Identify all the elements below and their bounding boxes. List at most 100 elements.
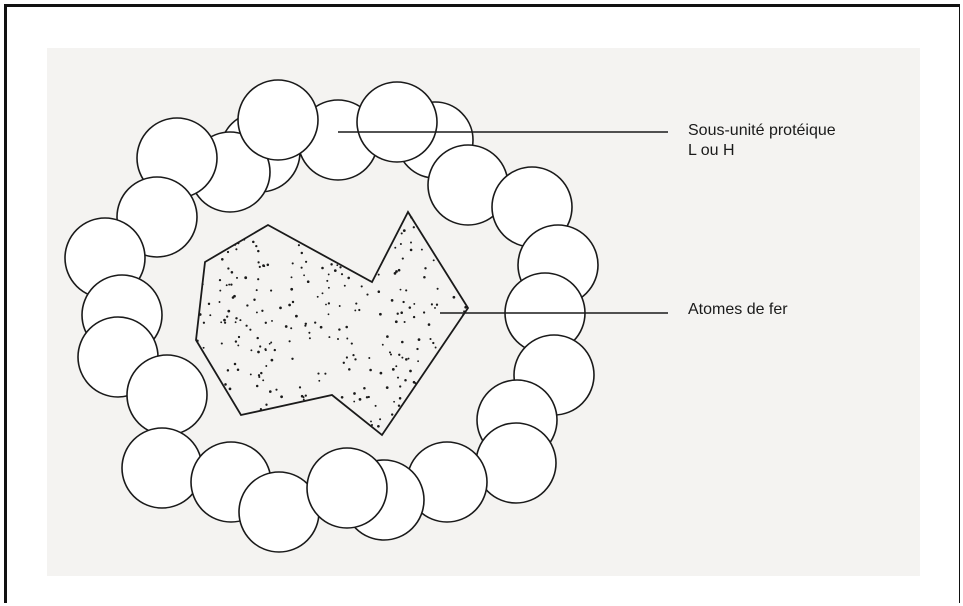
iron-atom-dot <box>462 314 464 316</box>
iron-atom-dot <box>386 335 389 338</box>
iron-atom-dot <box>269 390 272 393</box>
iron-atom-dot <box>352 354 354 356</box>
iron-atom-dot <box>379 418 381 420</box>
iron-atom-dot <box>353 401 355 403</box>
iron-atom-dot <box>341 273 343 275</box>
iron-atom-dot <box>237 368 240 371</box>
iron-atom-dot <box>398 354 400 356</box>
iron-atom-dot <box>305 394 307 396</box>
iron-atom-dot <box>369 369 372 372</box>
iron-atom-dot <box>354 358 356 360</box>
iron-atom-dot <box>257 278 259 280</box>
iron-atom-dot <box>409 370 412 373</box>
iron-atom-dot <box>391 299 394 302</box>
iron-atom-dot <box>271 320 273 322</box>
iron-atom-dot <box>256 385 259 388</box>
protein-subunit-circle <box>307 448 387 528</box>
iron-atom-dot <box>322 292 324 294</box>
iron-atom-dot <box>414 382 416 384</box>
iron-atom-dot <box>265 349 267 351</box>
iron-atom-dot <box>409 306 412 309</box>
iron-atom-dot <box>231 271 234 274</box>
iron-atom-dot <box>305 261 307 263</box>
iron-atom-dot <box>434 307 436 309</box>
iron-atom-dot <box>398 404 400 406</box>
iron-atom-dot <box>220 321 222 323</box>
iron-atom-dot <box>375 405 377 407</box>
iron-atom-dot <box>400 289 402 291</box>
iron-atoms-label: Atomes de fer <box>688 300 788 320</box>
iron-atom-dot <box>208 303 210 305</box>
iron-atom-dot <box>298 244 300 246</box>
iron-atom-dot <box>401 232 403 234</box>
iron-atom-dot <box>209 314 211 316</box>
iron-atom-dot <box>301 395 304 398</box>
iron-atom-dot <box>353 392 356 395</box>
iron-atom-dot <box>339 305 341 307</box>
iron-atom-dot <box>391 413 393 415</box>
iron-atom-dot <box>219 279 221 281</box>
iron-atom-dot <box>262 379 264 381</box>
iron-atom-dot <box>338 328 340 330</box>
iron-atom-dot <box>393 401 395 403</box>
iron-atom-dot <box>402 258 404 260</box>
iron-atom-dot <box>270 342 272 344</box>
iron-atom-dot <box>289 340 291 342</box>
iron-atom-dot <box>292 301 294 303</box>
iron-atom-dot <box>399 397 402 400</box>
iron-atom-dot <box>339 266 341 268</box>
iron-atom-dot <box>346 338 348 340</box>
iron-atom-dot <box>401 357 403 359</box>
iron-atom-dot <box>258 374 260 376</box>
iron-atom-dot <box>418 338 421 341</box>
iron-atom-dot <box>203 347 205 349</box>
iron-atom-dot <box>259 266 261 268</box>
iron-atom-dot <box>382 344 384 346</box>
iron-atom-dot <box>308 332 310 334</box>
iron-atom-dot <box>320 326 323 329</box>
iron-atom-dot <box>196 340 199 343</box>
iron-atom-dot <box>378 274 380 276</box>
iron-atom-dot <box>228 284 230 286</box>
iron-atom-dot <box>259 345 261 347</box>
iron-atom-dot <box>392 368 395 371</box>
iron-atom-dot <box>256 311 258 313</box>
iron-atom-dot <box>413 303 415 305</box>
iron-atom-dot <box>255 245 257 247</box>
iron-atom-dot <box>361 285 363 287</box>
iron-atom-dot <box>221 258 224 261</box>
iron-atom-dot <box>199 313 202 316</box>
iron-atom-dot <box>413 226 415 228</box>
iron-atom-dot <box>343 362 345 364</box>
iron-atom-dot <box>290 327 292 329</box>
iron-atom-dot <box>227 310 230 313</box>
iron-atom-dot <box>252 241 255 244</box>
iron-atom-dot <box>378 290 381 293</box>
iron-atom-dot <box>399 385 401 387</box>
iron-atom-dot <box>260 408 262 410</box>
iron-atom-dot <box>463 310 465 312</box>
iron-atom-dot <box>403 229 406 232</box>
iron-atom-dot <box>429 338 431 340</box>
iron-atom-dot <box>263 265 265 267</box>
iron-atom-dot <box>265 322 267 324</box>
iron-atom-dot <box>280 395 283 398</box>
iron-atom-dot <box>275 389 277 391</box>
iron-atom-dot <box>405 358 408 361</box>
iron-atom-dot <box>348 368 351 371</box>
iron-atom-dot <box>229 388 232 391</box>
iron-atom-dot <box>328 313 330 315</box>
iron-atom-dot <box>413 316 415 318</box>
iron-atom-dot <box>235 317 237 319</box>
iron-atom-dot <box>256 337 258 339</box>
iron-atom-dot <box>395 320 398 323</box>
iron-atom-dot <box>236 277 238 279</box>
iron-atom-dot <box>410 242 412 244</box>
iron-atom-dot <box>223 319 226 322</box>
iron-atom-dot <box>299 386 301 388</box>
iron-atom-dot <box>267 264 270 267</box>
iron-atom-dot <box>260 372 262 374</box>
iron-atom-dot <box>416 348 418 350</box>
iron-atom-dot <box>257 351 260 354</box>
